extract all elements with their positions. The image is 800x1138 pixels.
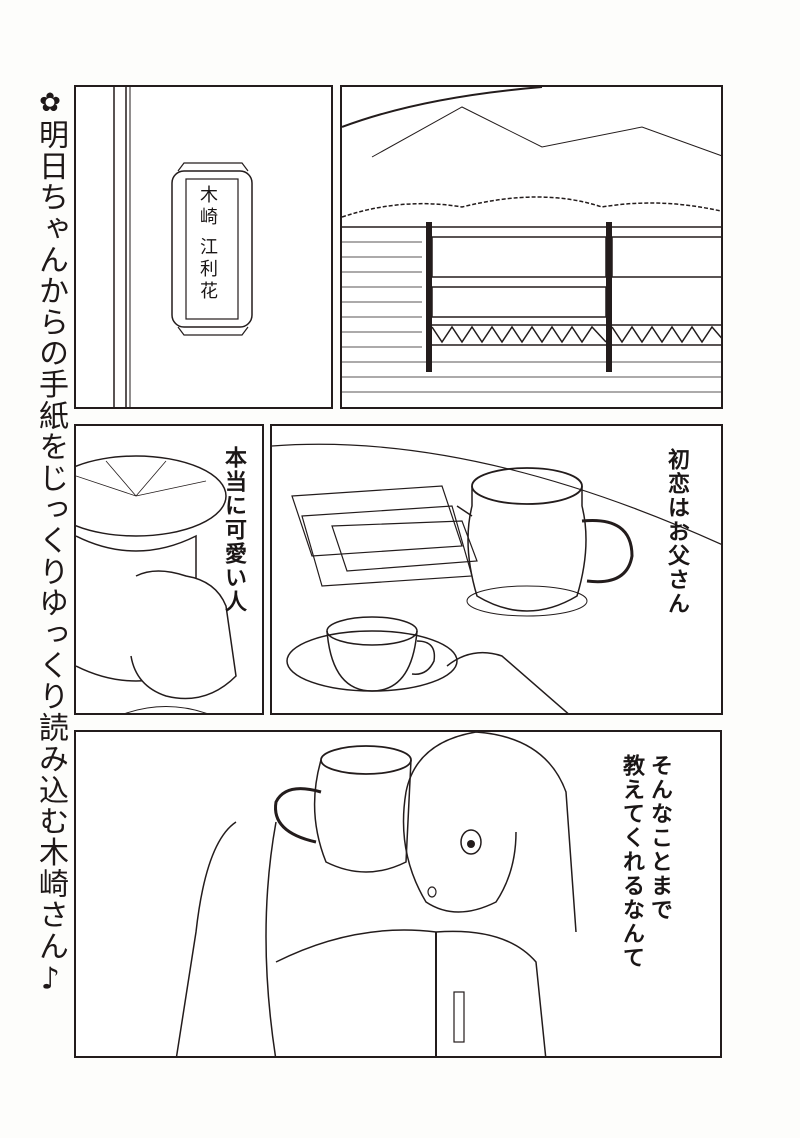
flower-bullet-icon: ✿	[35, 88, 65, 120]
speech-text-line-1: そんなことまで	[647, 754, 672, 922]
door-illustration	[113, 87, 253, 407]
panel-door-nameplate: 木崎 江利花	[74, 85, 333, 409]
panel-hand-lid: 本当に可愛い人	[74, 424, 264, 715]
hand-lid-illustration	[76, 455, 237, 713]
page-caption: ✿明日ちゃんからの手紙をじっくりゆっくり読み込む木崎さん♪	[28, 88, 72, 998]
panel-teapot-table: 初恋はお父さん	[270, 424, 723, 715]
caption-text: 明日ちゃんからの手紙をじっくりゆっくり読み込む木崎さん♪	[33, 119, 68, 998]
speech-text: 初恋はお父さん	[664, 448, 689, 616]
speech-text: 本当に可愛い人	[221, 446, 246, 614]
building-illustration	[342, 87, 721, 393]
panel-building	[340, 85, 723, 409]
speech-text-line-2: 教えてくれるなんて	[619, 754, 644, 970]
girl-illustration	[175, 732, 577, 1056]
teapot-illustration	[272, 443, 721, 713]
nameplate-given-name: 江利花	[197, 237, 218, 303]
panel-girl-teapot: そんなことまで 教えてくれるなんて	[74, 730, 722, 1058]
nameplate-surname: 木崎	[197, 185, 218, 229]
